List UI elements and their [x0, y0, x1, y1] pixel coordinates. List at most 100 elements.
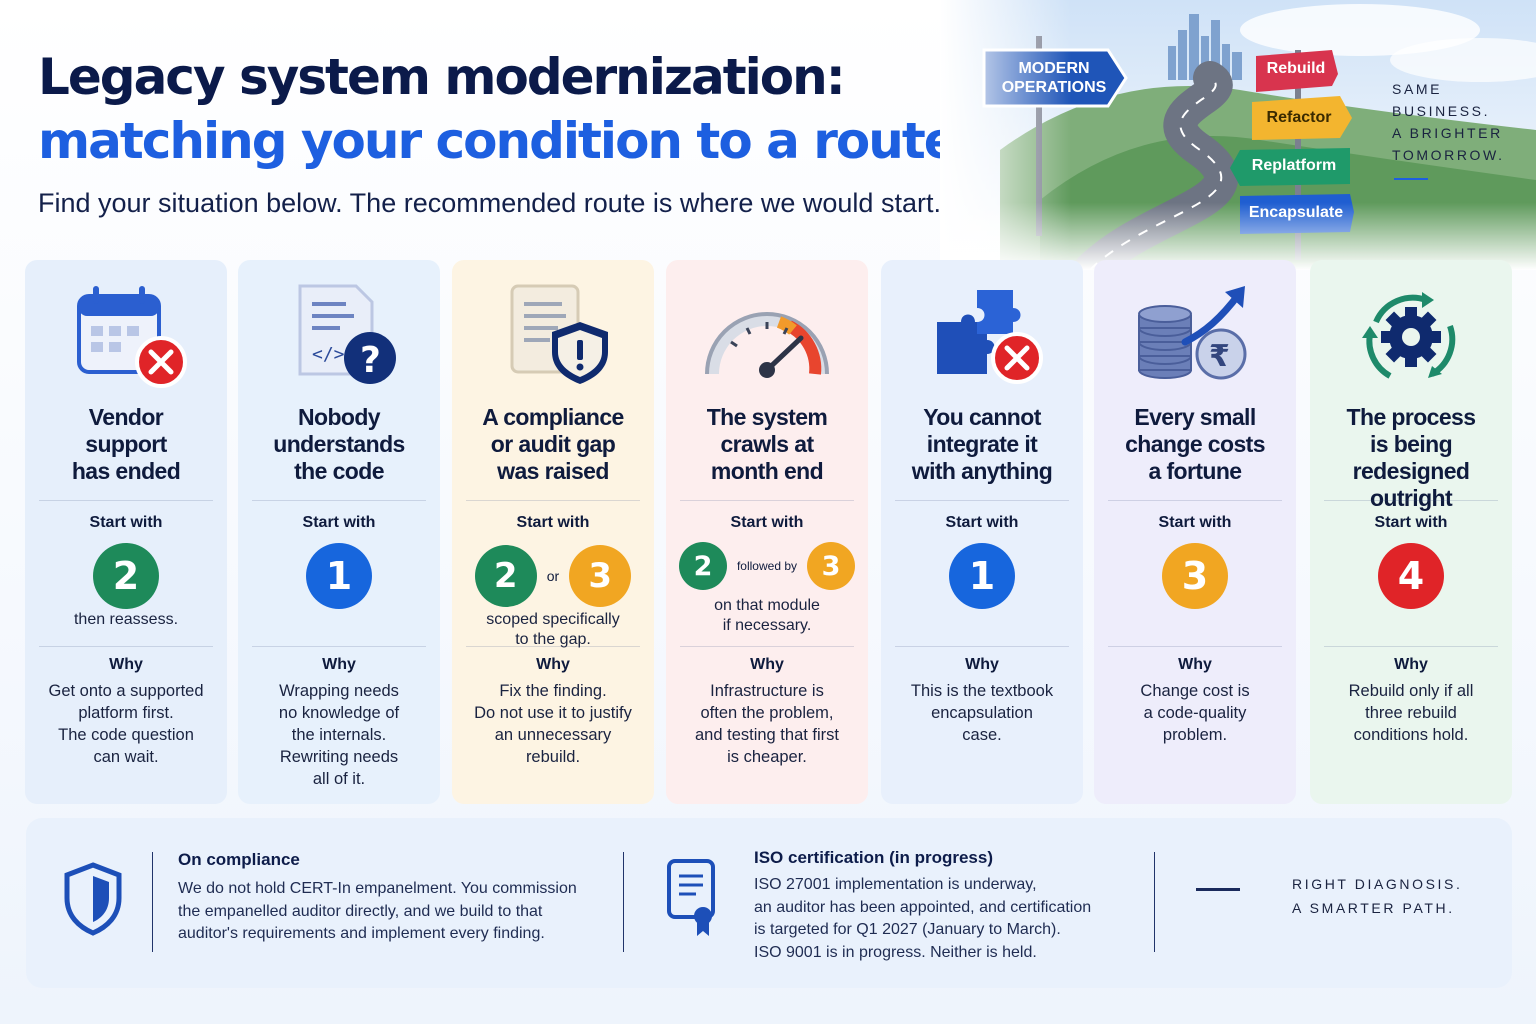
- route-number-badge: 3: [807, 542, 856, 590]
- condition-card: The system crawls at month end Start wit…: [666, 260, 868, 804]
- why-label: Why: [536, 656, 570, 673]
- route-number-badge: 1: [949, 543, 1015, 609]
- footer-tagline: RIGHT DIAGNOSIS. A SMARTER PATH.: [1292, 876, 1463, 916]
- svg-text:₹: ₹: [1209, 339, 1230, 374]
- modern-operations-sign: MODERN OPERATIONS: [1001, 60, 1107, 96]
- why-label: Why: [1394, 656, 1428, 673]
- calendar-x-icon: [25, 282, 227, 392]
- card-divider: [252, 500, 426, 501]
- card-divider: [1324, 500, 1498, 501]
- condition-card: A compliance or audit gap was raised Sta…: [452, 260, 654, 804]
- code-document-question-icon: </> ?: [238, 282, 440, 392]
- route-joiner: or: [546, 568, 560, 584]
- condition-title: Nobody understands the code: [273, 404, 405, 484]
- condition-title: The system crawls at month end: [706, 404, 828, 484]
- condition-card: Vendor support has ended Start with 2 th…: [25, 260, 227, 804]
- document-shield-alert-icon: [452, 282, 654, 392]
- condition-title: The process is being redesigned outright: [1346, 404, 1477, 511]
- route-number-badge: 4: [1378, 543, 1444, 609]
- rebuild-sign: Rebuild: [1266, 60, 1326, 77]
- start-with-label: Start with: [1374, 514, 1448, 531]
- why-label: Why: [1178, 656, 1212, 673]
- coins-rupee-trend-icon: ₹: [1094, 282, 1296, 392]
- svg-text:?: ?: [360, 340, 381, 381]
- condition-title: Vendor support has ended: [71, 404, 181, 484]
- iso-text: ISO 27001 implementation is underway, an…: [754, 876, 1092, 961]
- why-label: Why: [322, 656, 356, 673]
- route-note: scoped specifically to the gap.: [486, 611, 620, 648]
- start-with-label: Start with: [730, 514, 804, 531]
- card-divider: [466, 646, 640, 647]
- road-scene-illustration: [940, 0, 1536, 270]
- why-label: Why: [965, 656, 999, 673]
- page-title-highlight: matching your condition to a route: [38, 112, 958, 170]
- condition-card: The process is being redesigned outright…: [1310, 260, 1512, 804]
- page-subtitle: Find your situation below. The recommend…: [38, 188, 941, 218]
- footer-divider: [1154, 852, 1155, 952]
- condition-title: Every small change costs a fortune: [1125, 404, 1265, 484]
- svg-text:</>: </>: [312, 344, 345, 365]
- route-number-badge: 3: [569, 545, 632, 607]
- card-divider: [39, 500, 213, 501]
- why-text: Wrapping needs no knowledge of the inter…: [278, 682, 400, 788]
- recommended-routes: 1: [881, 542, 1083, 610]
- recommended-routes: 2: [25, 542, 227, 610]
- gear-cycle-icon: [1310, 282, 1512, 392]
- recommended-routes: 1: [238, 542, 440, 610]
- route-number-badge: 2: [93, 543, 159, 609]
- why-text: This is the textbook encapsulation case.: [910, 682, 1054, 744]
- recommended-routes: 2 followed by 3: [666, 532, 868, 600]
- recommended-routes: 3: [1094, 542, 1296, 610]
- route-note: on that module if necessary.: [714, 597, 820, 634]
- why-text: Rebuild only if all three rebuild condit…: [1348, 682, 1474, 744]
- card-divider: [466, 500, 640, 501]
- start-with-label: Start with: [945, 514, 1019, 531]
- card-divider: [680, 646, 854, 647]
- condition-title: A compliance or audit gap was raised: [482, 404, 624, 484]
- slogan-accent-bar: [1394, 178, 1428, 180]
- card-divider: [1324, 646, 1498, 647]
- start-with-label: Start with: [516, 514, 590, 531]
- card-divider: [1108, 500, 1282, 501]
- compliance-text: We do not hold CERT-In empanelment. You …: [178, 880, 577, 942]
- hero-illustration: MODERN OPERATIONS Rebuild Refactor Repla…: [940, 0, 1536, 270]
- condition-card: </> ? Nobody understands the code Start …: [238, 260, 440, 804]
- why-label: Why: [109, 656, 143, 673]
- tagline-dash: [1196, 888, 1240, 891]
- start-with-label: Start with: [1158, 514, 1232, 531]
- route-number-badge: 2: [678, 542, 727, 590]
- card-divider: [895, 646, 1069, 647]
- condition-card: You cannot integrate it with anything St…: [881, 260, 1083, 804]
- card-divider: [895, 500, 1069, 501]
- recommended-routes: 4: [1310, 542, 1512, 610]
- compliance-title: On compliance: [178, 850, 300, 869]
- refactor-sign: Refactor: [1266, 109, 1332, 126]
- footer-divider: [152, 852, 153, 952]
- iso-title: ISO certification (in progress): [754, 848, 993, 867]
- route-number-badge: 1: [306, 543, 372, 609]
- shield-icon: [64, 862, 122, 936]
- card-divider: [680, 500, 854, 501]
- page-title: Legacy system modernization:: [38, 48, 846, 106]
- slogan: SAME BUSINESS. A BRIGHTER TOMORROW.: [1392, 81, 1505, 163]
- card-divider: [252, 646, 426, 647]
- puzzle-x-icon: [881, 282, 1083, 392]
- replatform-sign: Replatform: [1251, 157, 1337, 174]
- footer-divider: [623, 852, 624, 952]
- route-note: then reassess.: [73, 611, 179, 628]
- start-with-label: Start with: [302, 514, 376, 531]
- card-divider: [39, 646, 213, 647]
- route-joiner: followed by: [736, 559, 798, 573]
- encapsulate-sign: Encapsulate: [1248, 204, 1344, 221]
- footer-panel: On compliance We do not hold CERT-In emp…: [26, 818, 1512, 988]
- why-text: Get onto a supported platform first. The…: [48, 682, 204, 766]
- route-number-badge: 3: [1162, 543, 1228, 609]
- certificate-icon: [667, 859, 715, 936]
- why-label: Why: [750, 656, 784, 673]
- why-text: Infrastructure is often the problem, and…: [695, 682, 839, 766]
- condition-card: ₹ Every small change costs a fortune Sta…: [1094, 260, 1296, 804]
- card-divider: [1108, 646, 1282, 647]
- why-text: Change cost is a code-quality problem.: [1140, 682, 1250, 744]
- start-with-label: Start with: [89, 514, 163, 531]
- condition-title: You cannot integrate it with anything: [911, 404, 1053, 484]
